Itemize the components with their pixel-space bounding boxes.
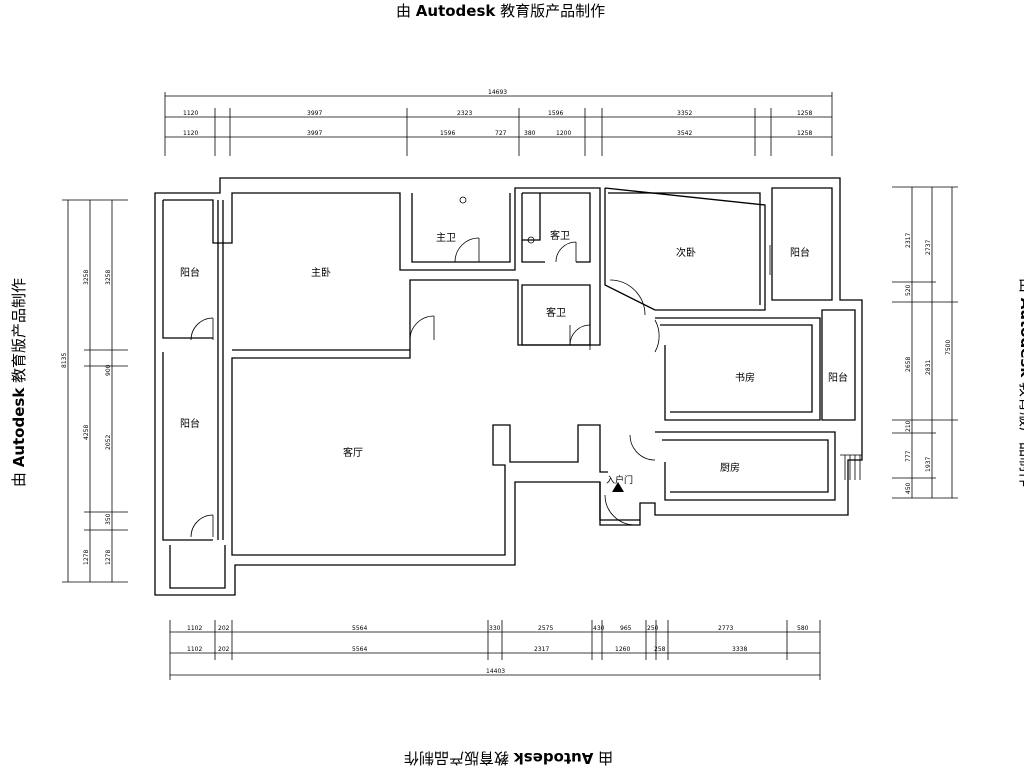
dim-right-outer-0: 2737 (925, 240, 932, 255)
dim-right-inner-4: 777 (905, 450, 912, 462)
dim-right-inner-3: 210 (905, 420, 912, 432)
dim-top-r2-4: 380 (524, 130, 536, 137)
dim-bot-r2-4: 1260 (615, 646, 630, 653)
dim-right-outer-1: 2831 (925, 360, 932, 375)
dim-bot-r2-5: 258 (654, 646, 666, 653)
label-study: 书房 (735, 371, 755, 384)
label-master-bath: 主卫 (436, 232, 456, 244)
door-master-bath (454, 237, 480, 263)
dim-left-inner-1: 2052 (105, 435, 112, 450)
dim-bot-r1-3: 330 (489, 625, 501, 632)
dim-left-outer-0: 3258 (83, 270, 90, 285)
dim-top-r1-0: 1120 (183, 110, 198, 117)
door-guest-bath-upper (555, 241, 577, 263)
door-second-bedroom (609, 279, 646, 316)
label-entrance-door: 入户门 (606, 474, 633, 486)
fixture-master-bath (459, 196, 467, 204)
dim-top-r1-3: 1596 (548, 110, 563, 117)
dim-bot-r2-1: 202 (218, 646, 230, 653)
label-guest-bath-upper: 客卫 (550, 229, 570, 242)
dim-right-inner-2: 2658 (905, 357, 912, 372)
watermark-top: 由 Autodesk 教育版产品制作 (396, 0, 605, 21)
fixture-guest-bath (527, 236, 535, 244)
label-balcony-right: 阳台 (828, 371, 848, 384)
dim-bot-r2-6: 3338 (732, 646, 747, 653)
dim-top-r2-7: 1258 (797, 130, 812, 137)
dim-top-r2-2: 1596 (440, 130, 455, 137)
label-balcony-top-right: 阳台 (790, 246, 810, 259)
dim-top-r1-4: 3352 (677, 110, 692, 117)
door-master-bedroom (409, 315, 435, 341)
dim-top-r1-5: 1258 (797, 110, 812, 117)
watermark-brand: Autodesk (415, 2, 496, 20)
dim-bot-r1-9: 580 (797, 625, 809, 632)
left-dimensions: 8135 3258 4258 1278 3258 900 2052 350 12… (61, 199, 128, 583)
dim-right-outer-2: 1937 (925, 457, 932, 472)
entrance-arrow-icon (612, 482, 624, 492)
dim-top-r2-6: 3542 (677, 130, 692, 137)
label-balcony-top-left: 阳台 (180, 266, 200, 279)
dim-bot-r1-0: 1102 (187, 625, 202, 632)
dim-right-inner-0: 2317 (905, 233, 912, 248)
door-balcony-left-bottom (190, 514, 214, 538)
dim-top-r2-5: 1200 (556, 130, 571, 137)
label-living-room: 客厅 (343, 446, 363, 459)
right-dimensions: 2317 520 2658 210 777 450 2737 2831 1937… (892, 186, 958, 499)
door-study (654, 319, 660, 353)
watermark-suffix: 教育版产品制作 (495, 2, 606, 20)
dim-left-inner-2: 350 (105, 513, 112, 525)
dim-left-inner-3: 1278 (105, 550, 112, 565)
dim-bot-r2-3: 2317 (534, 646, 549, 653)
dim-left-inner-0: 3258 (105, 270, 112, 285)
bottom-dimensions: 1102 202 5564 330 2575 430 965 250 2773 … (169, 620, 821, 680)
dim-left-total: 8135 (61, 353, 68, 368)
dim-bot-r1-4: 2575 (538, 625, 553, 632)
dim-bot-r1-8: 2773 (718, 625, 733, 632)
dim-bot-r1-5: 430 (593, 625, 605, 632)
walls (154, 177, 863, 596)
label-kitchen: 厨房 (720, 461, 740, 474)
door-kitchen (629, 434, 656, 461)
dim-top-r2-1: 3997 (307, 130, 322, 137)
dim-left-outer-2: 4258 (83, 425, 90, 440)
dim-top-r1-1: 3997 (307, 110, 322, 117)
door-balcony-left-top (190, 317, 214, 341)
dim-top-r2-3: 727 (495, 130, 507, 137)
dim-top-r2-0: 1120 (183, 130, 198, 137)
dim-bot-total: 14403 (486, 668, 505, 675)
dim-top-r1-2: 2323 (457, 110, 472, 117)
dim-bot-r1-2: 5564 (352, 625, 367, 632)
room-labels: 阳台 主卧 主卫 客卫 客卫 次卧 阳台 书房 阳台 阳台 客厅 厨房 入户门 (180, 229, 848, 486)
doors (190, 196, 821, 538)
dim-bot-r1-6: 965 (620, 625, 632, 632)
dim-top-total: 14693 (488, 89, 507, 96)
dim-bot-r2-0: 1102 (187, 646, 202, 653)
dim-right-total: 7500 (945, 340, 952, 355)
label-second-bedroom: 次卧 (676, 246, 696, 259)
label-guest-bath-lower: 客卫 (546, 306, 566, 319)
watermark-prefix: 由 (396, 2, 416, 20)
door-guest-bath-lower (569, 324, 591, 346)
dim-bot-r1-1: 202 (218, 625, 230, 632)
dim-left-outer-1: 900 (105, 364, 112, 376)
door-entrance-swing (604, 494, 636, 526)
label-balcony-left: 阳台 (180, 417, 200, 430)
top-dimensions: 14693 1120 3997 2323 1596 3352 1258 1120… (164, 89, 833, 156)
dim-left-outer-3: 1278 (83, 550, 90, 565)
dim-right-inner-5: 450 (905, 482, 912, 494)
dim-bot-r1-7: 250 (647, 625, 659, 632)
label-master-bedroom: 主卧 (311, 266, 331, 279)
dim-right-inner-1: 520 (905, 284, 912, 296)
dim-bot-r2-2: 5564 (352, 646, 367, 653)
